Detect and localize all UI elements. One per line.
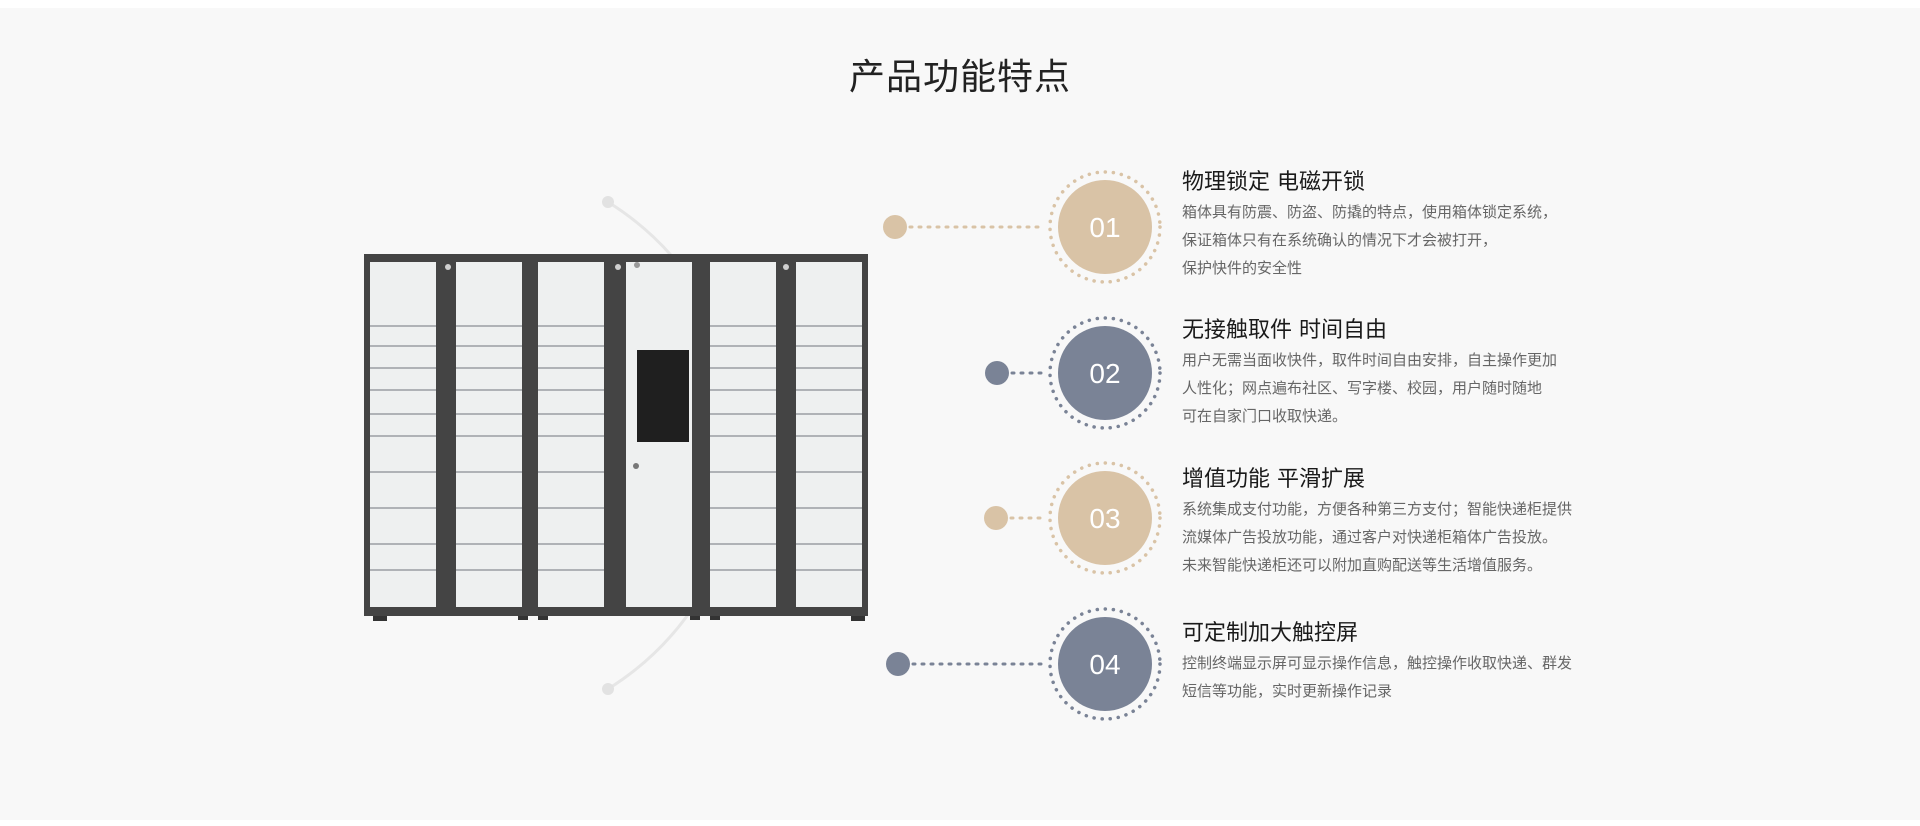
locker-column [710, 262, 776, 607]
feature-title: 物理锁定 电磁开锁 [1182, 170, 1365, 195]
locker-lock-dot [445, 264, 451, 270]
arc-node-dot [886, 652, 910, 676]
locker-lock-dot [783, 264, 789, 270]
feature-description-line: 未来智能快递柜还可以附加直购配送等生活增值服务。 [1182, 556, 1543, 574]
feature-number: 04 [1089, 649, 1120, 680]
feature-badge-04: 04 [1048, 607, 1162, 721]
feature-description-line: 流媒体广告投放功能，通过客户对快递柜箱体广告投放。 [1182, 528, 1558, 546]
feature-description-line: 用户无需当面收快件，取件时间自由安排，自主操作更加 [1182, 351, 1558, 369]
feature-connector-02 [985, 361, 1045, 385]
locker-column [370, 262, 436, 607]
feature-title: 增值功能 平滑扩展 [1182, 467, 1365, 492]
arc-node-dot [985, 361, 1009, 385]
feature-item-03: 增值功能 平滑扩展 系统集成支付功能，方便各种第三方支付；智能快递柜提供 流媒体… [1182, 465, 1622, 579]
feature-description-line: 系统集成支付功能，方便各种第三方支付；智能快递柜提供 [1182, 500, 1573, 518]
locker-column [796, 262, 862, 607]
feature-description-line: 人性化；网点遍布社区、写字楼、校园，用户随时随地 [1182, 379, 1543, 397]
feature-item-01: 物理锁定 电磁开锁 箱体具有防震、防盗、防撬的特点，使用箱体锁定系统， 保证箱体… [1182, 168, 1622, 282]
feature-badge-02: 02 [1048, 316, 1162, 430]
feature-number: 01 [1089, 212, 1120, 243]
feature-connector-04 [886, 652, 1045, 676]
feature-number: 03 [1089, 503, 1120, 534]
locker-cabinet-image [364, 254, 868, 621]
feature-title: 无接触取件 时间自由 [1182, 318, 1387, 343]
feature-description-line: 控制终端显示屏可显示操作信息，触控操作收取快递、群发 [1182, 654, 1573, 672]
arc-node-dot [984, 506, 1008, 530]
locker-legs [373, 616, 865, 621]
locker-screen [633, 262, 689, 469]
feature-description-line: 箱体具有防震、防盗、防撬的特点，使用箱体锁定系统， [1182, 203, 1558, 221]
features-panel [0, 8, 1920, 820]
arc-end-dot [602, 683, 614, 695]
feature-item-04: 可定制加大触控屏 控制终端显示屏可显示操作信息，触控操作收取快递、群发 短信等功… [1182, 619, 1622, 705]
feature-item-02: 无接触取件 时间自由 用户无需当面收快件，取件时间自由安排，自主操作更加 人性化… [1182, 316, 1622, 430]
feature-connector-01 [883, 215, 1045, 239]
arc-node-dot [883, 215, 907, 239]
locker-column [456, 262, 522, 607]
feature-badge-03: 03 [1048, 461, 1162, 575]
feature-description-line: 可在自家门口收取快递。 [1182, 407, 1348, 425]
feature-description-line: 短信等功能，实时更新操作记录 [1182, 682, 1393, 700]
feature-description-line: 保证箱体只有在系统确认的情况下才会被打开， [1182, 231, 1498, 249]
feature-description-line: 保护快件的安全性 [1182, 259, 1303, 277]
arc-end-dot [602, 196, 614, 208]
locker-column [538, 262, 604, 607]
feature-number: 02 [1089, 358, 1120, 389]
feature-title: 可定制加大触控屏 [1182, 621, 1359, 646]
locker-lock-dot [615, 264, 621, 270]
feature-badge-01: 01 [1048, 170, 1162, 284]
page-title: 产品功能特点 [848, 57, 1071, 98]
feature-connector-03 [984, 506, 1045, 530]
